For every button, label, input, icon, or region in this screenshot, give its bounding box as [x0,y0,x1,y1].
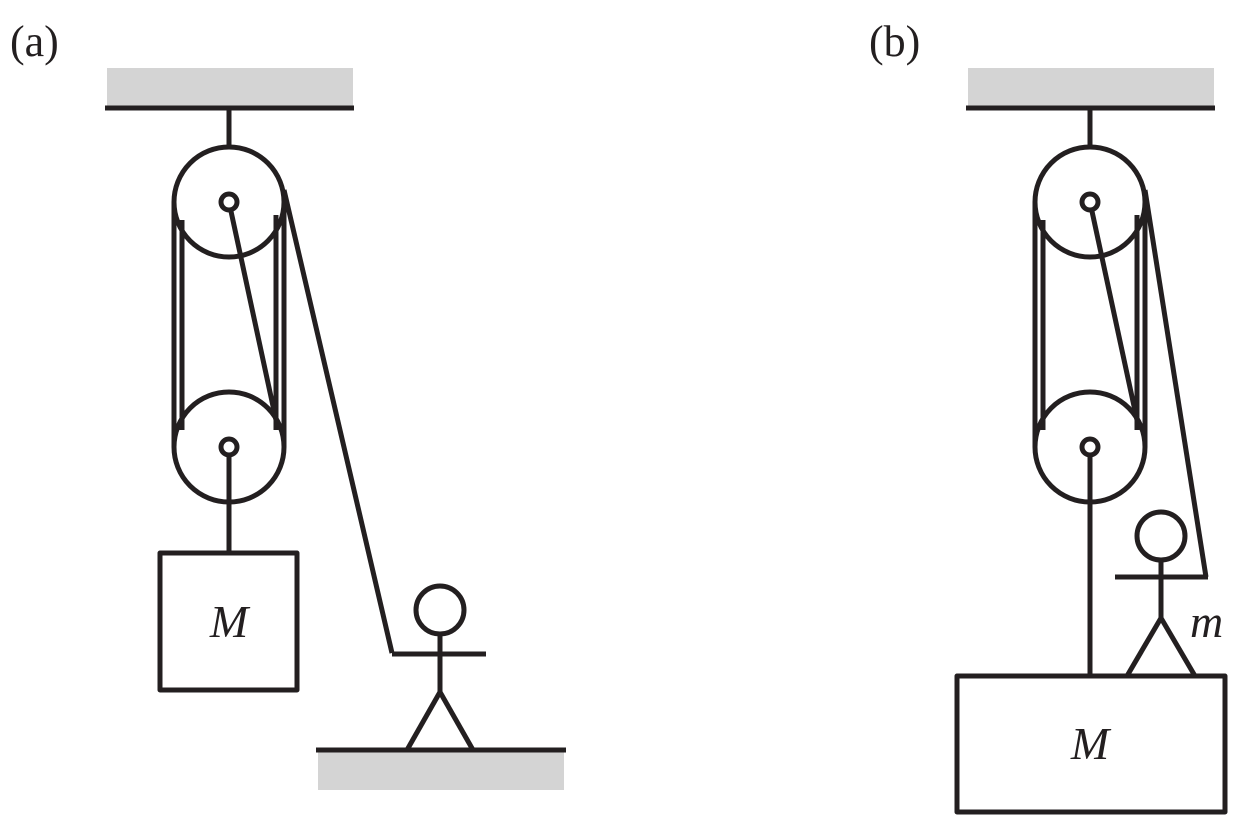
person-head-a [413,583,467,637]
person-head-b [1134,509,1188,563]
person-b-mass-label: m [1190,596,1223,647]
lower-axle-a [218,436,240,458]
upper-axle-a [218,191,240,213]
panel-b-label: (b) [869,17,920,66]
block-b-mass-label: M [1070,718,1112,769]
rope-a [171,189,395,654]
ceiling-support-a [107,68,353,108]
rope-b [1032,189,1209,578]
ceiling-support-b [968,68,1214,108]
person-b [1115,509,1208,678]
upper-axle-b [1079,191,1101,213]
lower-axle-b [1079,436,1101,458]
person-a [392,583,486,752]
panel-a [105,68,566,790]
block-m-b [954,673,1228,815]
panel-b [954,68,1228,815]
block-a-mass-label: M [209,596,251,647]
block-m-a [157,550,300,693]
floor-support-a [318,750,564,790]
panel-a-label: (a) [10,17,59,66]
